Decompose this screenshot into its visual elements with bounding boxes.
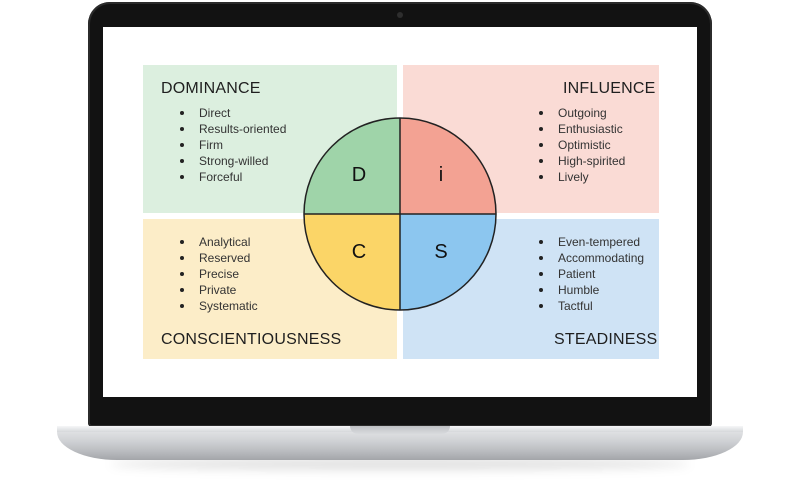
trait-item: Systematic <box>180 298 258 314</box>
trait-item: Direct <box>180 105 286 121</box>
laptop-screen: D i C S DOMINANCE Direct Results-oriente… <box>103 27 697 397</box>
trait-item: Private <box>180 282 258 298</box>
trait-item: Analytical <box>180 234 258 250</box>
steadiness-circle-quadrant <box>400 214 496 310</box>
trait-item: Outgoing <box>539 105 625 121</box>
conscientiousness-trait-list: Analytical Reserved Precise Private Syst… <box>180 234 258 314</box>
trait-item: Optimistic <box>539 137 625 153</box>
trait-item: Forceful <box>180 169 286 185</box>
dominance-trait-list: Direct Results-oriented Firm Strong-will… <box>180 105 286 185</box>
dominance-title: DOMINANCE <box>161 80 261 97</box>
trait-item: Precise <box>180 266 258 282</box>
influence-title: INFLUENCE <box>563 80 656 97</box>
influence-trait-list: Outgoing Enthusiastic Optimistic High-sp… <box>539 105 625 185</box>
trait-item: High-spirited <box>539 153 625 169</box>
laptop-notch <box>350 426 450 434</box>
letter-i: i <box>438 164 444 186</box>
conscientiousness-title: CONSCIENTIOUSNESS <box>161 331 342 348</box>
laptop-shadow <box>110 458 690 470</box>
trait-item: Strong-willed <box>180 153 286 169</box>
trait-item: Results-oriented <box>180 121 286 137</box>
steadiness-title: STEADINESS <box>554 331 658 348</box>
letter-d: D <box>351 164 367 186</box>
camera-icon <box>397 12 403 18</box>
conscientiousness-circle-quadrant <box>304 214 400 310</box>
trait-item: Patient <box>539 266 644 282</box>
trait-item: Humble <box>539 282 644 298</box>
trait-item: Reserved <box>180 250 258 266</box>
trait-item: Even-tempered <box>539 234 644 250</box>
steadiness-trait-list: Even-tempered Accommodating Patient Humb… <box>539 234 644 314</box>
trait-item: Firm <box>180 137 286 153</box>
trait-item: Tactful <box>539 298 644 314</box>
trait-item: Accommodating <box>539 250 644 266</box>
disc-diagram <box>143 65 659 359</box>
influence-circle-quadrant <box>400 118 496 214</box>
letter-c: C <box>351 241 367 263</box>
trait-item: Enthusiastic <box>539 121 625 137</box>
trait-item: Lively <box>539 169 625 185</box>
dominance-circle-quadrant <box>304 118 400 214</box>
letter-s: S <box>434 241 448 263</box>
